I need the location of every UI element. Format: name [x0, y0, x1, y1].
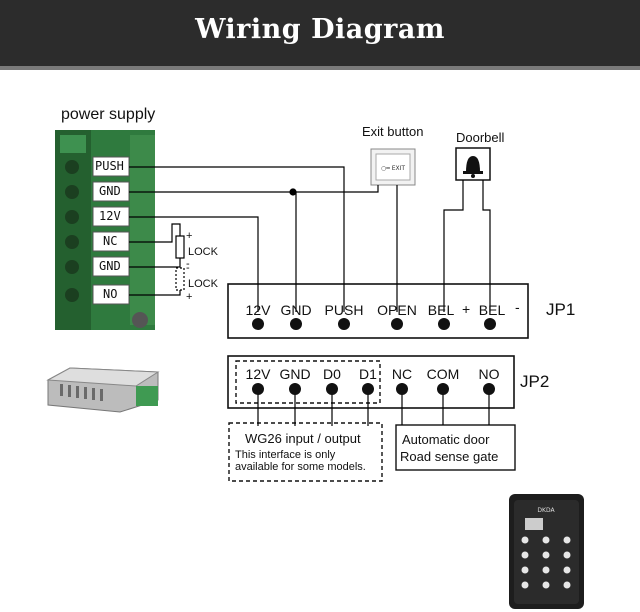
- wg26-dashed-group: [235, 360, 381, 404]
- jp1-terminal-push: PUSH: [324, 302, 364, 318]
- jp2-terminal-gnd: GND: [279, 366, 311, 382]
- lock-sign-minus-1: -: [186, 258, 190, 270]
- jp1-sign-minus: -: [515, 299, 520, 315]
- exit-button-device: ○━ EXIT: [370, 148, 416, 186]
- svg-text:DKDA: DKDA: [537, 507, 555, 514]
- keypad-reader: DKDA: [509, 494, 584, 609]
- jp2-terminal-12v: 12V: [245, 366, 271, 382]
- jp1-terminal-dots: [252, 318, 496, 330]
- jp2-terminal-d1: D1: [359, 366, 377, 382]
- lock-sign-minus-2: -: [186, 262, 190, 274]
- jp1-terminal-12v: 12V: [245, 302, 271, 318]
- wg26-note-line2: available for some models.: [235, 461, 366, 473]
- lock-label-1: LOCK: [188, 246, 218, 258]
- lock-sign-plus-2: +: [186, 291, 193, 303]
- pin-label-gnd: GND: [99, 184, 121, 198]
- jp1-label: JP1: [546, 300, 576, 319]
- wires: [129, 166, 491, 426]
- auto-door-box: [395, 424, 516, 471]
- jp2-terminal-no: NO: [478, 366, 500, 382]
- doorbell-device: [455, 147, 491, 181]
- jp1-terminal-bel-minus: BEL: [478, 302, 506, 318]
- pin-label-12v: 12V: [99, 209, 121, 223]
- jp2-label: JP2: [520, 372, 550, 391]
- pin-label-gnd-2: GND: [99, 259, 121, 273]
- wg26-note-line1: This interface is only: [235, 449, 336, 461]
- exit-button-label: Exit button: [362, 124, 424, 139]
- pin-label-nc: NC: [103, 234, 118, 248]
- jp1-terminal-bel-plus: BEL: [427, 302, 455, 318]
- jp2-box: [227, 355, 515, 409]
- pin-label-boxes: [92, 156, 130, 305]
- jp1-terminal-open: OPEN: [377, 302, 417, 318]
- power-supply-module: [46, 367, 160, 413]
- pin-label-no: NO: [103, 287, 118, 301]
- lock-sign-plus-1: +: [186, 230, 193, 242]
- jp1-sign-plus: +: [462, 301, 471, 317]
- wg26-title: WG26 input / output: [245, 431, 361, 446]
- jp2-terminal-dots: [252, 383, 495, 395]
- title-banner: Wiring Diagram: [0, 0, 640, 70]
- jp2-terminal-nc: NC: [391, 366, 413, 382]
- jp1-box: [227, 283, 529, 339]
- auto-door-line2: Road sense gate: [400, 449, 499, 464]
- wg26-info-box: [228, 422, 383, 482]
- jp2-terminal-d0: D0: [323, 366, 341, 382]
- jp1-terminal-gnd: GND: [280, 302, 312, 318]
- power-supply-label: power supply: [61, 106, 156, 123]
- lock-label-2: LOCK: [188, 278, 218, 290]
- auto-door-line1: Automatic door: [402, 432, 490, 447]
- doorbell-label: Doorbell: [456, 130, 505, 145]
- jp2-terminal-com: COM: [426, 366, 460, 382]
- svg-text:○━ EXIT: ○━ EXIT: [381, 165, 405, 172]
- pin-label-push: PUSH: [95, 159, 124, 173]
- page-title: Wiring Diagram: [195, 14, 445, 45]
